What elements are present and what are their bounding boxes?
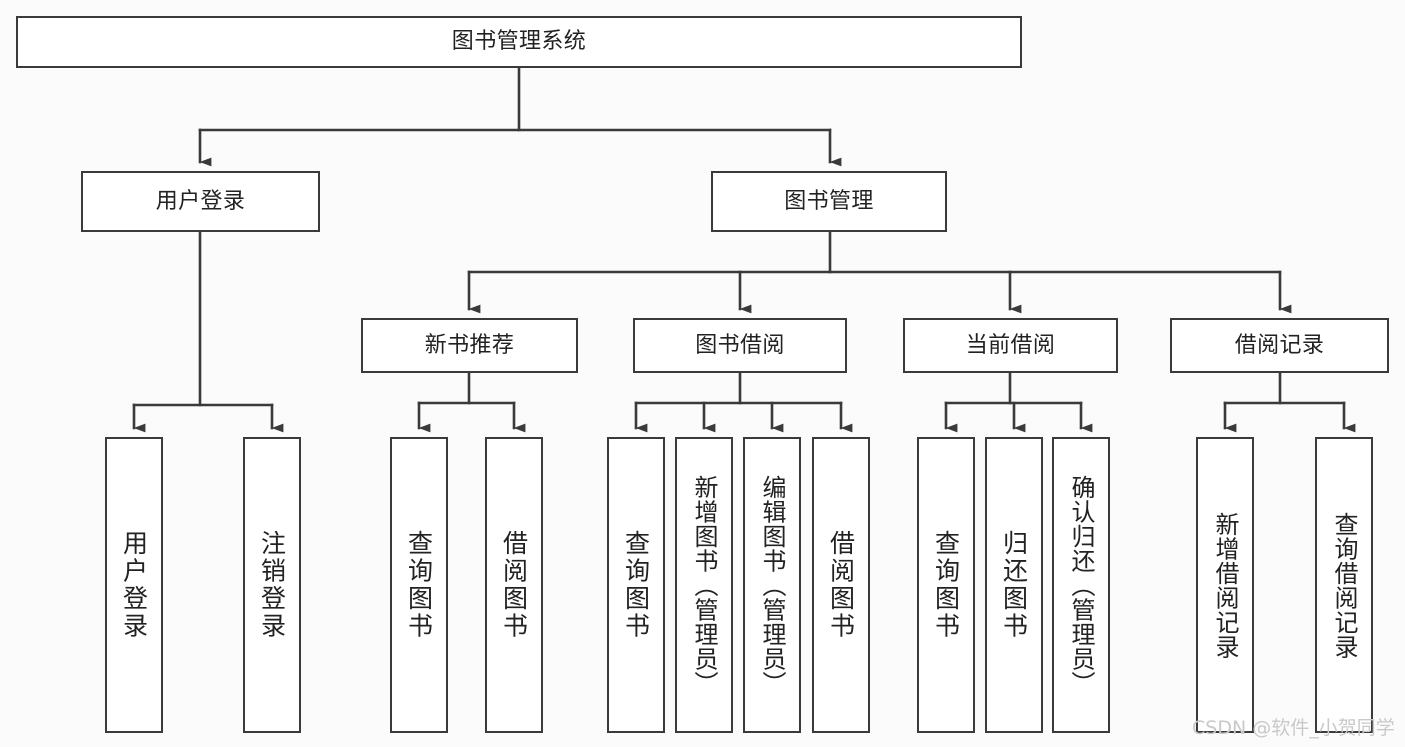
- node-book-borrow[interactable]: 图书借阅: [633, 318, 847, 373]
- node-label: 编辑图书（管理员）: [758, 474, 786, 696]
- node-label: 新书推荐: [424, 332, 515, 358]
- node-label: 当前借阅: [965, 332, 1056, 358]
- node-label: 图书借阅: [695, 332, 785, 358]
- leaf-user-logout[interactable]: 注销登录: [243, 437, 301, 733]
- node-root-system[interactable]: 图书管理系统: [16, 16, 1022, 68]
- node-label: 用户登录: [155, 188, 246, 214]
- node-label: 查询借阅记录: [1330, 511, 1358, 659]
- node-label: 新增图书（管理员）: [690, 474, 718, 696]
- node-label: 新增借阅记录: [1211, 511, 1239, 659]
- leaf-current-query-book[interactable]: 查询图书: [917, 437, 975, 733]
- node-current-borrow[interactable]: 当前借阅: [903, 318, 1118, 373]
- leaf-borrow-edit-book-admin[interactable]: 编辑图书（管理员）: [743, 437, 801, 733]
- leaf-user-login[interactable]: 用户登录: [105, 437, 163, 733]
- node-label: 图书管理系统: [451, 29, 587, 55]
- node-label: 归还图书: [999, 530, 1029, 640]
- node-book-management[interactable]: 图书管理: [711, 171, 947, 232]
- node-new-book-recommend[interactable]: 新书推荐: [361, 318, 578, 373]
- node-borrow-record[interactable]: 借阅记录: [1170, 318, 1389, 373]
- node-user-login[interactable]: 用户登录: [81, 171, 320, 232]
- leaf-record-add[interactable]: 新增借阅记录: [1196, 437, 1254, 733]
- leaf-recommend-borrow-book[interactable]: 借阅图书: [485, 437, 543, 733]
- node-label: 查询图书: [931, 530, 961, 640]
- leaf-current-confirm-return-admin[interactable]: 确认归还（管理员）: [1052, 437, 1110, 733]
- node-label: 查询图书: [621, 530, 651, 640]
- leaf-borrow-borrow-book[interactable]: 借阅图书: [812, 437, 870, 733]
- leaf-record-query[interactable]: 查询借阅记录: [1315, 437, 1373, 733]
- node-label: 查询图书: [404, 530, 434, 640]
- leaf-borrow-add-book-admin[interactable]: 新增图书（管理员）: [675, 437, 733, 733]
- node-label: 图书管理: [784, 188, 874, 214]
- node-label: 注销登录: [257, 530, 287, 640]
- node-label: 借阅图书: [499, 530, 529, 640]
- node-label: 借阅图书: [826, 530, 856, 640]
- leaf-recommend-query-book[interactable]: 查询图书: [390, 437, 448, 733]
- leaf-borrow-query-book[interactable]: 查询图书: [607, 437, 665, 733]
- watermark: CSDN @软件_小贺同学: [1192, 717, 1395, 739]
- node-label: 用户登录: [119, 530, 149, 640]
- node-label: 借阅记录: [1234, 332, 1325, 358]
- leaf-current-return-book[interactable]: 归还图书: [985, 437, 1043, 733]
- node-label: 确认归还（管理员）: [1067, 474, 1095, 696]
